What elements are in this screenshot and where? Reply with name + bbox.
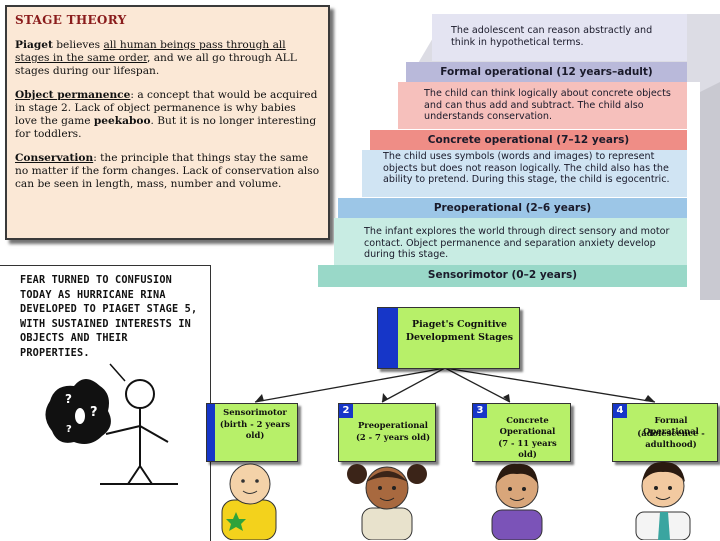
stage-4-number: 4 [613, 404, 627, 418]
tier-sensorimotor-label: Sensorimotor (0–2 years) [427, 269, 578, 281]
stage-2-age: (2 - 7 years old) [355, 432, 431, 442]
tier-sensorimotor-desc-bg [334, 218, 687, 265]
svg-text:?: ? [65, 392, 72, 406]
stage-1-name: Sensorimotor [223, 407, 287, 417]
tier-concrete-description: The child can think logically about conc… [424, 88, 671, 122]
tier-preop-desc-bg [362, 150, 687, 197]
tier-sensorimotor-description: The infant explores the world through di… [364, 226, 670, 260]
tier-concrete-label: Concrete operational (7–12 years) [427, 134, 630, 146]
tier-formal-label-bg [406, 62, 687, 82]
diagram-root-title: Piaget's Cognitive Development Stages [405, 319, 514, 343]
piaget-text-b: , and we all go through ALL stages durin… [15, 52, 297, 77]
conservation-term: Conservation [15, 152, 94, 164]
conservation-text: : the principle that things stay the sam… [15, 152, 320, 190]
stage-2-number: 2 [339, 404, 353, 418]
stage-theory-box: STAGE THEORY Piaget believes all human b… [5, 5, 330, 240]
stage-3-name: Concrete Operational [499, 415, 556, 436]
object-permanence-text-a: : a concept that would be acquired in st… [15, 89, 318, 127]
diagram-root-box: Piaget's Cognitive Development Stages [377, 307, 520, 369]
root-box-strip [378, 308, 398, 368]
stage-box-sensorimotor: Sensorimotor (birth - 2 years old) [206, 403, 298, 462]
peekaboo-term: peekaboo [93, 115, 151, 127]
piaget-text-underlined: all human beings pass through all stages… [15, 39, 286, 64]
tier-preop-label: Preoperational (2–6 years) [433, 202, 592, 214]
stage-box-preoperational: 2 Preoperational (2 - 7 years old) [338, 403, 436, 462]
tier-preop-label-bg [338, 198, 687, 218]
baby-illustration [221, 463, 277, 540]
svg-text:?: ? [66, 424, 72, 435]
stick-figure [105, 379, 169, 485]
stage-2-name: Preoperational [358, 420, 428, 430]
stage-1-strip [207, 404, 215, 461]
teen-illustration [635, 461, 691, 540]
comic-caption: Fear turned to confusion today as Hurric… [20, 275, 198, 359]
object-permanence-paragraph: Object permanence: a concept that would … [15, 89, 320, 141]
tier-formal-desc-bg [432, 14, 687, 61]
stage-box-concrete-operational: 3 Concrete Operational (7 - 11 years old… [472, 403, 571, 462]
stage-theory-title: STAGE THEORY [15, 13, 127, 27]
tier-concrete-desc-bg [398, 82, 687, 129]
piaget-paragraph: Piaget believes all human beings pass th… [15, 39, 320, 78]
comic-drawing: ? ? ? [45, 363, 178, 485]
girl-illustration [347, 464, 427, 540]
conservation-paragraph: Conservation: the principle that things … [15, 152, 320, 191]
tier-sensorimotor-label-bg [318, 265, 687, 287]
piaget-text-a: believes [52, 39, 104, 51]
xkcd-comic-panel: Fear turned to confusion today as Hurric… [0, 265, 211, 541]
stage-3-age: (7 - 11 years old) [498, 438, 557, 459]
piaget-term: Piaget [15, 39, 53, 51]
tier-formal-label: Formal operational (12 years–adult) [440, 66, 653, 78]
stage-1-age: (birth - 2 years old) [219, 419, 291, 440]
stage-3-number: 3 [473, 404, 487, 418]
tier-formal-description: The adolescent can reason abstractly and… [451, 25, 653, 48]
svg-text:?: ? [90, 405, 98, 420]
object-permanence-term: Object permanence [15, 89, 131, 101]
tier-concrete-label-bg [370, 130, 687, 150]
object-permanence-text-b: . But it is no longer interesting for to… [15, 115, 317, 140]
stage-4-age: (adolescence - adulthood) [637, 428, 705, 449]
stage-box-formal-operational: 4 Formal Operational (adolescence - adul… [612, 403, 718, 462]
boy-illustration [491, 463, 543, 540]
tier-preop-description: The child uses symbols (words and images… [383, 151, 670, 185]
stage-4-name: Formal Operational [643, 415, 699, 436]
hurricane-cloud-icon: ? ? ? [45, 379, 111, 444]
